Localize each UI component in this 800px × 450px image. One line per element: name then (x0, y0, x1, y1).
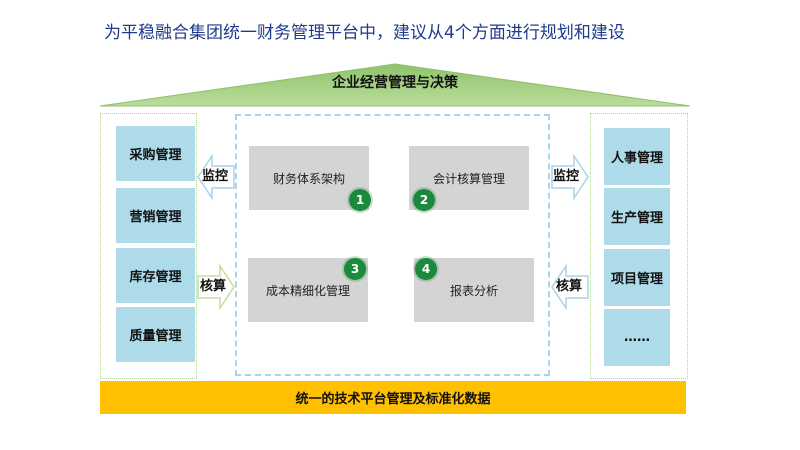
arrow-right-top (551, 153, 589, 201)
badge-3: 3 (344, 258, 366, 280)
center-box-label: 报表分析 (449, 283, 498, 298)
roof-label: 企业经营管理与决策 (332, 75, 458, 91)
left-item-inventory: 库存管理 (116, 248, 195, 303)
right-item-hr: 人事管理 (604, 128, 670, 185)
arrow-label-accounting-right: 核算 (556, 279, 583, 294)
left-item-sales: 营销管理 (116, 188, 195, 243)
badge-4: 4 (415, 258, 437, 280)
arrow-label-accounting-left: 核算 (200, 279, 227, 294)
page-title: 为平稳融合集团统一财务管理平台中，建议从4个方面进行规划和建设 (104, 23, 625, 43)
bottom-foundation-bar: 统一的技术平台管理及标准化数据 (100, 381, 686, 414)
right-item-more: …… (604, 309, 670, 366)
center-box-label: 成本精细化管理 (265, 283, 350, 298)
center-box-label: 会计核算管理 (432, 171, 505, 186)
right-item-project: 项目管理 (604, 249, 670, 306)
arrow-right-bottom (551, 263, 589, 311)
right-item-production: 生产管理 (604, 188, 670, 245)
arrow-label-monitor-right: 监控 (553, 169, 580, 184)
badge-1: 1 (349, 189, 371, 211)
center-panel (235, 114, 550, 376)
arrow-left-bottom (197, 263, 235, 311)
center-box-label: 财务体系架构 (272, 171, 345, 186)
badge-2: 2 (413, 189, 435, 211)
roof-triangle (100, 63, 690, 107)
left-item-quality: 质量管理 (116, 307, 195, 362)
arrow-left-top (197, 153, 235, 201)
left-item-procurement: 采购管理 (116, 126, 195, 181)
arrow-label-monitor-left: 监控 (202, 169, 229, 184)
